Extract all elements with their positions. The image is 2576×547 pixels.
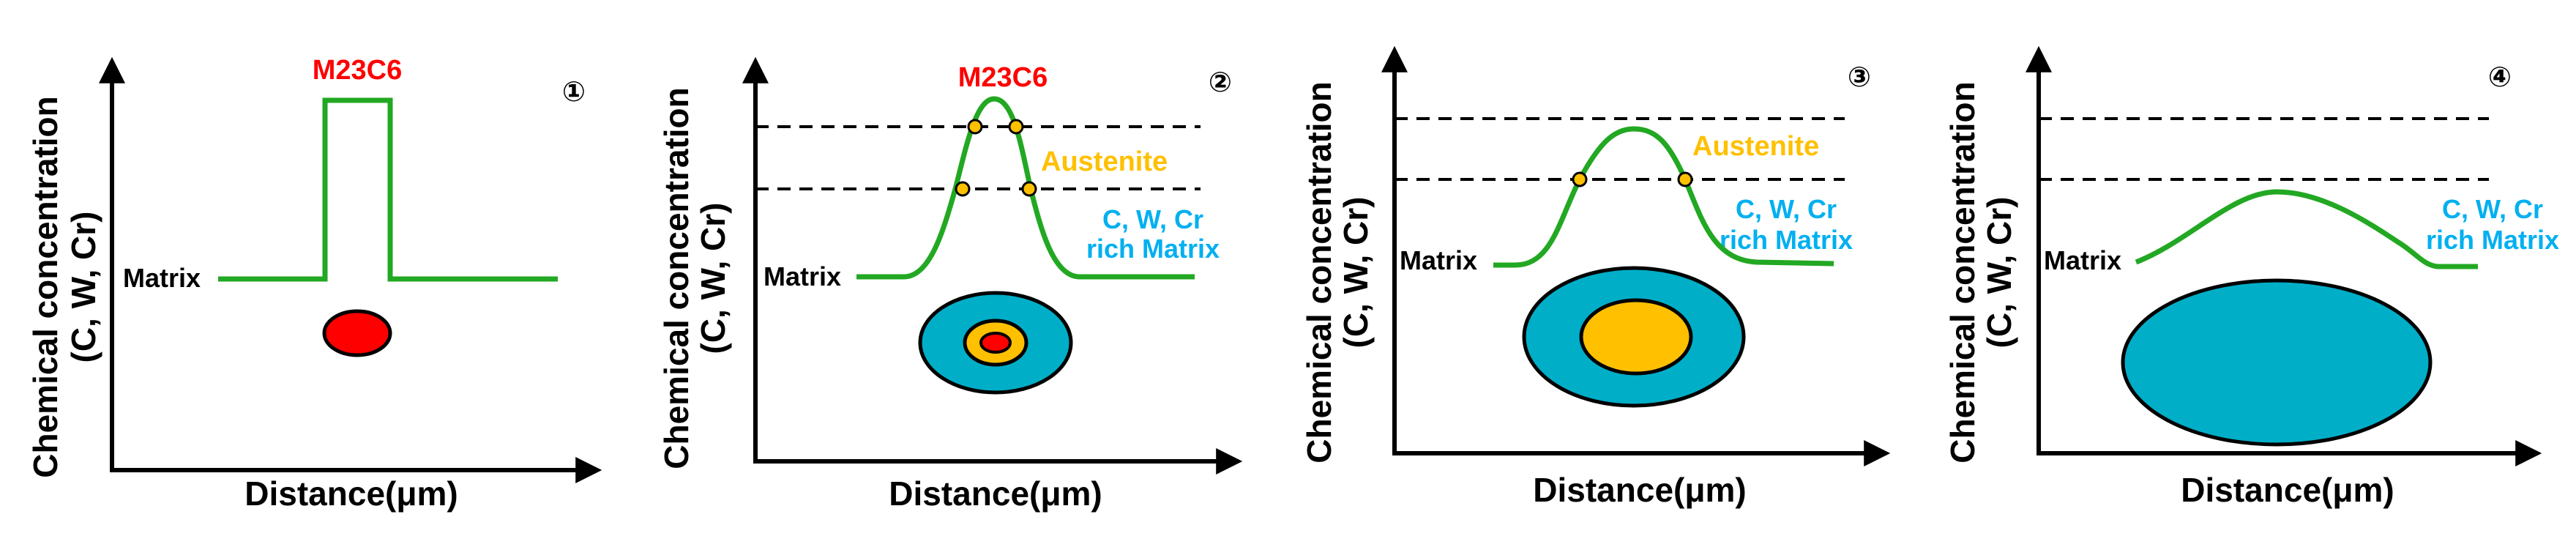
panel-3-rich-matrix-label-line2: rich Matrix (1720, 225, 1853, 255)
panel-2-carbide-label: M23C6 (958, 62, 1048, 93)
panel-1: Chemical concentration (C, W, Cr) Distan… (26, 55, 602, 513)
panel-3-y-axis-label: Chemical concentration (C, W, Cr) (1300, 81, 1375, 463)
panel-3-step-number: ③ (1848, 62, 1871, 93)
panel-4-matrix-label: Matrix (2044, 245, 2121, 275)
panel-1-y-label-line1: Chemical concentration (26, 96, 64, 477)
panel-2-rich-matrix-label-line2: rich Matrix (1086, 234, 1220, 264)
panel-1-y-label-line2: (C, W, Cr) (64, 212, 102, 363)
panel-2-matrix-label: Matrix (764, 261, 841, 291)
panel-3-austenite-label: Austenite (1692, 131, 1819, 162)
panel-1-carbide-label: M23C6 (313, 55, 403, 86)
panel-3-concentration-curve (1493, 126, 1834, 268)
panel-3-y-label-line2: (C, W, Cr) (1337, 197, 1375, 349)
panel-1-carbide-particle (322, 309, 392, 357)
panel-2-y-label-line2: (C, W, Cr) (694, 203, 732, 354)
panel-4-rich-matrix-region (2121, 278, 2433, 447)
panel-3-matrix-label: Matrix (1400, 245, 1477, 275)
panel-4-rich-matrix-label-line1: C, W, Cr (2442, 194, 2543, 224)
panel-4-y-label-line1: Chemical concentration (1944, 81, 1982, 463)
panel-2-intersection-point (967, 119, 983, 135)
panel-4-x-label: Distance(μm) (2181, 471, 2394, 509)
panel-3: Chemical concentration (C, W, Cr) Distan… (1300, 45, 1891, 509)
panel-2-carbide-particle (979, 332, 1012, 354)
panel-2-intersection-point (955, 181, 971, 197)
panel-4-rich-matrix-label-line2: rich Matrix (2426, 225, 2559, 255)
panel-2-y-label-line1: Chemical concentration (657, 87, 695, 469)
panel-3-y-label-line1: Chemical concentration (1300, 81, 1338, 463)
panel-4-step-number: ④ (2488, 62, 2512, 93)
panel-2-intersection-point (1008, 119, 1024, 135)
panel-3-intersection-point (1572, 171, 1588, 187)
panel-3-rich-matrix-label-line1: C, W, Cr (1736, 194, 1837, 224)
panel-2-y-axis-label: Chemical concentration (C, W, Cr) (657, 87, 732, 469)
panel-2-step-number: ② (1209, 67, 1232, 98)
panel-1-x-label: Distance(μm) (244, 475, 458, 513)
panel-3-austenite-region (1579, 298, 1693, 376)
panel-2-rich-matrix-label-line1: C, W, Cr (1102, 204, 1203, 234)
panel-1-step-number: ① (562, 77, 586, 108)
panel-2-intersection-point (1021, 181, 1037, 197)
panel-1-concentration-curve (218, 97, 558, 282)
panel-4-y-label-line2: (C, W, Cr) (1980, 197, 2018, 349)
panel-3-intersection-point (1677, 171, 1693, 187)
panel-3-x-label: Distance(μm) (1533, 471, 1746, 509)
panel-2-austenite-label: Austenite (1041, 146, 1168, 177)
panel-2-x-label: Distance(μm) (889, 475, 1102, 513)
panel-2-concentration-curve (856, 96, 1195, 280)
panel-2: Chemical concentration (C, W, Cr) Distan… (657, 56, 1243, 513)
panel-4: Chemical concentration (C, W, Cr) Distan… (1944, 45, 2559, 509)
panel-4-concentration-curve (2135, 189, 2478, 269)
panel-1-matrix-label: Matrix (123, 263, 201, 293)
panel-1-y-axis-label: Chemical concentration (C, W, Cr) (26, 96, 102, 477)
panel-4-y-axis-label: Chemical concentration (C, W, Cr) (1944, 81, 2018, 463)
